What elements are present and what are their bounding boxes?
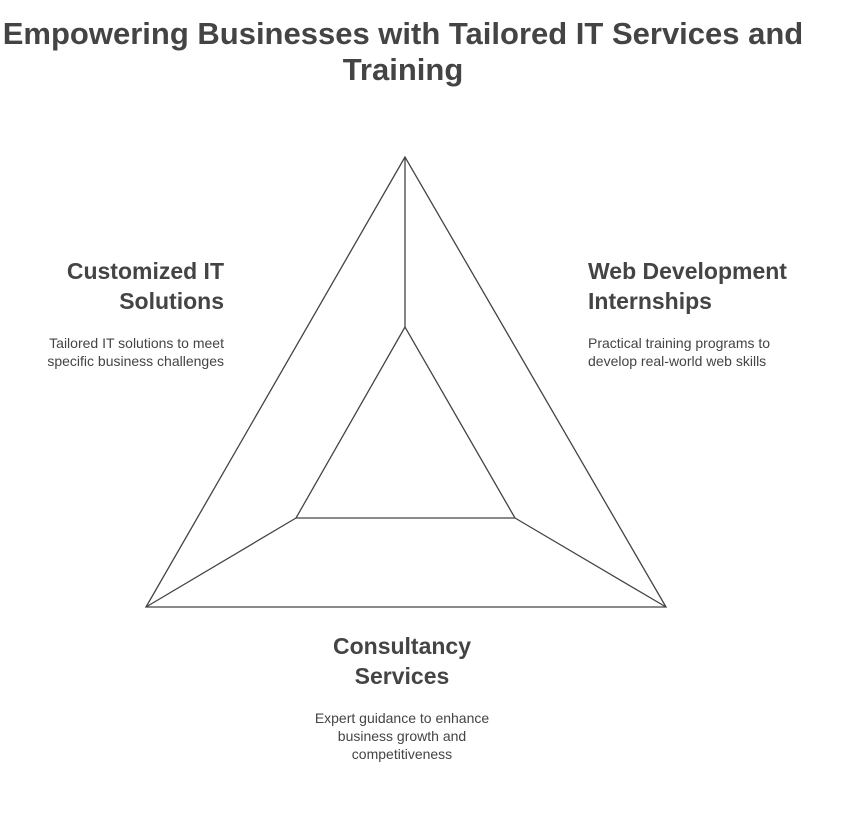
section-heading-consultancy: Consultancy Services [332, 633, 472, 689]
section-heading-web-dev: Web Development Internships [588, 258, 787, 314]
section-heading-customized-it: Customized IT Solutions [66, 258, 224, 314]
connector-right [514, 517, 667, 608]
section-description-customized-it: Tailored IT solutions to meet specific b… [47, 335, 224, 369]
section-description-web-dev: Practical training programs to develop r… [588, 335, 771, 369]
diagram-title: Empowering Businesses with Tailored IT S… [2, 16, 804, 87]
connector-left [145, 517, 297, 608]
inner-triangle [294, 325, 517, 519]
section-description-consultancy: Expert guidance to enhance business grow… [314, 710, 490, 762]
outer-triangle [144, 155, 668, 608]
